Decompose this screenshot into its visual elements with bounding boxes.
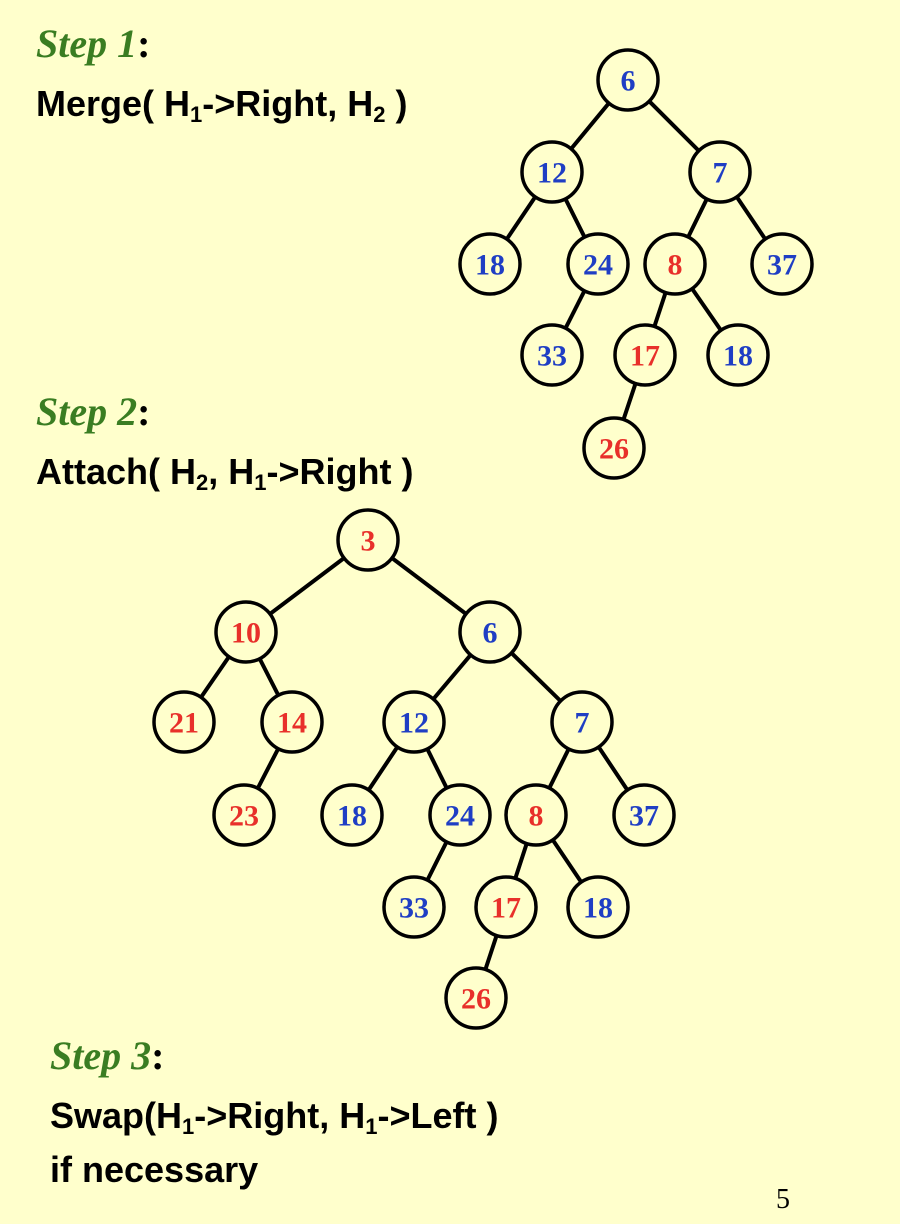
tree-node-circle xyxy=(582,416,646,480)
tree-node-circle xyxy=(152,690,216,754)
tree-node-circle xyxy=(643,232,707,296)
tree-node-label: 21 xyxy=(169,707,199,740)
tree-node-label: 14 xyxy=(277,707,307,740)
step-2-text-b: , H xyxy=(208,451,255,492)
tree-node-circle xyxy=(458,600,522,664)
tree-node-circle xyxy=(520,140,584,204)
step-3-title-text: Step 3 xyxy=(50,1033,152,1078)
tree-node-circle xyxy=(214,600,278,664)
step-1-colon: : xyxy=(137,21,151,66)
tree-node-label: 26 xyxy=(461,983,491,1016)
tree-node-label: 12 xyxy=(537,157,567,190)
step-3-sub-b: 1 xyxy=(365,1114,378,1139)
step-2-colon: : xyxy=(137,389,151,434)
tree-node-label: 37 xyxy=(629,800,659,833)
tree-node-label: 24 xyxy=(445,800,475,833)
tree-node-label: 7 xyxy=(575,707,590,740)
tree-node-label: 3 xyxy=(361,525,376,558)
tree-node-label: 7 xyxy=(713,157,728,190)
tree-node-label: 37 xyxy=(767,249,797,282)
step-2-title: Step 2: xyxy=(36,392,150,432)
tree-node-circle xyxy=(212,783,276,847)
step-3-text-a: Swap(H xyxy=(50,1095,183,1136)
tree-node-circle xyxy=(706,323,770,387)
tree1-group: 6 12 7 18 24 8 37 33 17 18 26 xyxy=(458,48,814,480)
tree-node-label: 6 xyxy=(483,617,498,650)
step-2-title-text: Step 2 xyxy=(36,389,138,434)
tree-node-circle xyxy=(260,690,324,754)
step-2-text-c: ->Right ) xyxy=(266,451,414,492)
step-1-text-c: ) xyxy=(385,83,408,124)
tree-node-circle xyxy=(612,783,676,847)
tree-node-label: 33 xyxy=(399,892,429,925)
tree-node-circle xyxy=(520,323,584,387)
tree-node-circle xyxy=(336,508,400,572)
tree-node-circle xyxy=(382,875,446,939)
step-2-instruction: Attach( H2, H1->Right ) xyxy=(36,451,414,494)
tree-node-label: 8 xyxy=(529,800,544,833)
tree-node-label: 26 xyxy=(599,433,629,466)
step-2-sub-b: 1 xyxy=(254,470,267,495)
tree-node-label: 8 xyxy=(668,249,683,282)
tree-node-circle xyxy=(613,323,677,387)
tree-node-label: 6 xyxy=(621,65,636,98)
step-3-text-c: ->Left ) xyxy=(377,1095,499,1136)
step-1-text-b: ->Right, H xyxy=(202,83,374,124)
tree-node-label: 17 xyxy=(630,340,660,373)
step-1-sub-a: 1 xyxy=(190,102,203,127)
tree-node-label: 10 xyxy=(231,617,261,650)
tree-node-circle xyxy=(428,783,492,847)
tree-node-circle xyxy=(688,140,752,204)
tree-node-circle xyxy=(474,875,538,939)
tree-node-circle xyxy=(504,783,568,847)
tree-node-label: 33 xyxy=(537,340,567,373)
step-1-title: Step 1: xyxy=(36,24,150,64)
step-1-sub-b: 2 xyxy=(373,102,386,127)
tree-node-label: 18 xyxy=(337,800,367,833)
tree2-group: 3 10 6 21 14 12 7 23 18 24 8 37 33 17 18 26 xyxy=(152,508,676,1030)
tree-node-circle xyxy=(320,783,384,847)
tree-node-label: 18 xyxy=(723,340,753,373)
step-3-colon: : xyxy=(151,1033,165,1078)
tree-node-label: 18 xyxy=(583,892,613,925)
tree-node-label: 23 xyxy=(229,800,259,833)
tree-node-label: 24 xyxy=(583,249,613,282)
step-1-instruction: Merge( H1->Right, H2 ) xyxy=(36,83,408,126)
step-2-sub-a: 2 xyxy=(196,470,209,495)
tree-node-circle xyxy=(382,690,446,754)
step-3-condition: if necessary xyxy=(50,1149,259,1190)
tree-node-circle xyxy=(566,232,630,296)
step-2-text-a: Attach( H xyxy=(36,451,196,492)
step-1-title-text: Step 1 xyxy=(36,21,138,66)
tree-node-circle xyxy=(596,48,660,112)
tree-node-label: 12 xyxy=(399,707,429,740)
tree-node-label: 17 xyxy=(491,892,521,925)
tree-node-circle xyxy=(458,232,522,296)
step-1-text-a: Merge( H xyxy=(36,83,191,124)
page-number: 5 xyxy=(776,1184,790,1215)
step-3-sub-a: 1 xyxy=(182,1114,195,1139)
step-3-title: Step 3: xyxy=(50,1036,164,1076)
step-3-instruction: Swap(H1->Right, H1->Left ) xyxy=(50,1095,499,1138)
tree-node-circle xyxy=(750,232,814,296)
tree-node-label: 18 xyxy=(475,249,505,282)
step-3-text-b: ->Right, H xyxy=(194,1095,366,1136)
tree-node-circle xyxy=(444,966,508,1030)
tree-node-circle xyxy=(566,875,630,939)
tree-node-circle xyxy=(550,690,614,754)
